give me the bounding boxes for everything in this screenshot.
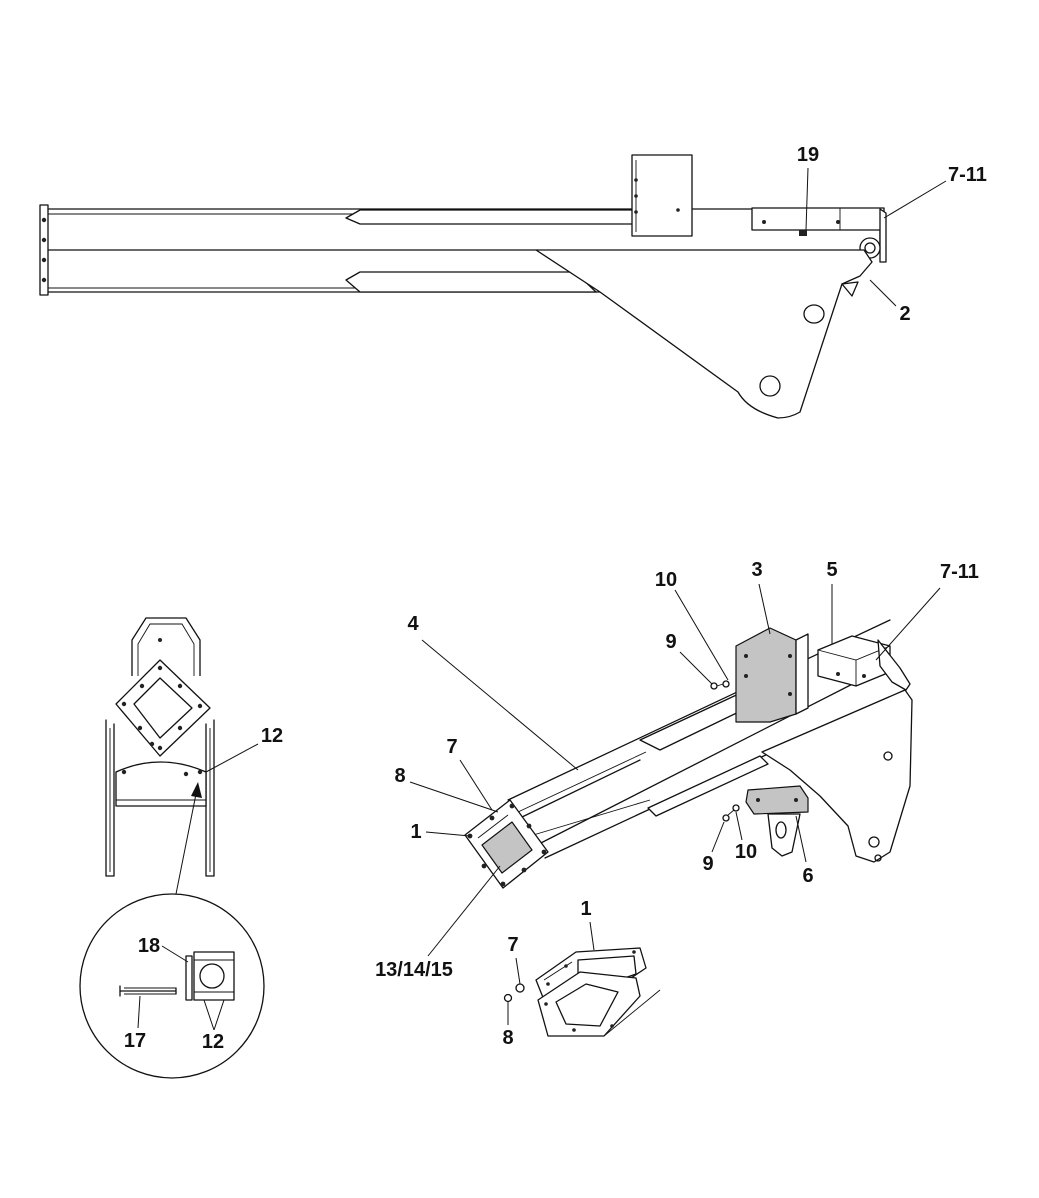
exploded-bolt — [503, 993, 513, 1003]
detail-circle — [79, 893, 265, 1079]
callout-12-end: 12 — [261, 725, 283, 747]
exploded-washer — [515, 983, 525, 993]
callout-1-iso: 1 — [410, 821, 421, 843]
callout-10-top: 10 — [655, 569, 677, 591]
callout-9-bottom: 9 — [702, 853, 713, 875]
callout-8-iso: 8 — [394, 765, 405, 787]
detail-bolt — [119, 985, 177, 997]
callout-18: 18 — [138, 935, 160, 957]
side-end-block — [879, 208, 887, 263]
iso-pad-plate — [745, 785, 809, 815]
callout-9-top: 9 — [665, 631, 676, 653]
iso-bottom-wear-strip — [647, 755, 769, 817]
iso-end-cap — [481, 821, 533, 874]
callout-5: 5 — [826, 559, 837, 581]
callout-7-11-iso: 7-11 — [940, 561, 979, 583]
side-upper-hole — [803, 304, 825, 324]
detail-view: 18 17 12 — [79, 893, 265, 1079]
callout-4: 4 — [407, 613, 419, 635]
side-upper-wear-strip — [345, 209, 637, 225]
iso-view: 10 3 5 7-11 9 4 7 8 1 9 10 6 13/14/15 — [375, 559, 979, 981]
end-top-cap — [131, 617, 201, 676]
side-upright-bracket — [631, 154, 693, 237]
iso-nose — [877, 639, 911, 691]
side-gusset-plate — [535, 249, 873, 419]
callout-10-bottom: 10 — [735, 841, 757, 863]
callout-7-iso: 7 — [446, 736, 457, 758]
side-lower-wear-strip — [345, 271, 597, 293]
callout-13-14-15: 13/14/15 — [375, 959, 453, 981]
end-view: 12 — [105, 617, 283, 895]
callout-3: 3 — [751, 559, 762, 581]
side-tab — [841, 281, 859, 297]
iso-gusset-plate — [761, 689, 913, 863]
callout-7-exploded: 7 — [507, 934, 518, 956]
callout-1-exploded: 1 — [580, 898, 591, 920]
callout-17: 17 — [124, 1030, 146, 1052]
callout-12-detail: 12 — [202, 1031, 224, 1053]
side-slide-pad — [751, 207, 885, 231]
callout-7-11-side: 7-11 — [948, 164, 987, 186]
callout-8-exploded: 8 — [502, 1027, 513, 1049]
end-diamond-flange — [115, 659, 211, 757]
detail-shim — [185, 955, 193, 1001]
side-lower-boss — [759, 375, 781, 397]
end-cross-member — [115, 761, 207, 807]
exploded-flange-view: 1 7 8 — [502, 898, 661, 1049]
callout-6: 6 — [802, 865, 813, 887]
iso-lug — [767, 813, 801, 857]
callout-2: 2 — [899, 303, 910, 325]
side-view: 19 7-11 2 — [39, 144, 987, 419]
callout-19: 19 — [797, 144, 819, 166]
